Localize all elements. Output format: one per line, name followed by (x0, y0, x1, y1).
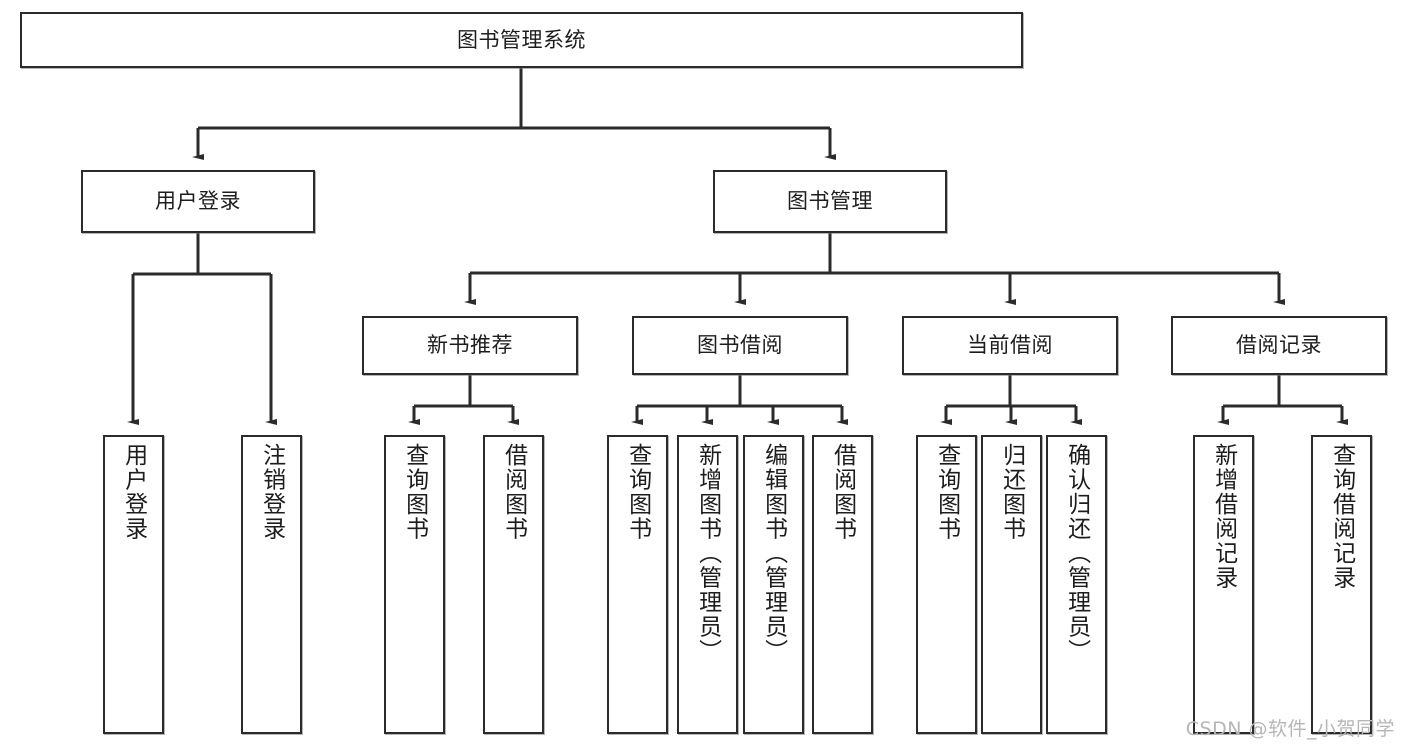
node-leaf-return-book[interactable]: 归还图书 (981, 435, 1042, 734)
node-leaf-confirm-return-label: 确认归还（管理员） (1063, 443, 1090, 664)
node-book-borrow-label: 图书借阅 (697, 333, 783, 358)
node-borrow-record-label: 借阅记录 (1236, 333, 1322, 358)
node-leaf-edit-book[interactable]: 编辑图书（管理员） (743, 435, 804, 734)
node-leaf-edit-book-label: 编辑图书（管理员） (760, 443, 787, 664)
node-root-label: 图书管理系统 (457, 27, 586, 52)
node-borrow-record[interactable]: 借阅记录 (1171, 316, 1387, 375)
node-leaf-add-record-label: 新增借阅记录 (1210, 443, 1237, 590)
node-leaf-query-book-1-label: 查询图书 (401, 443, 428, 541)
node-leaf-add-book-label: 新增图书（管理员） (694, 443, 721, 664)
node-new-book-rec[interactable]: 新书推荐 (362, 316, 578, 375)
node-leaf-user-login-label: 用户登录 (120, 443, 147, 541)
node-leaf-query-book-2-label: 查询图书 (624, 443, 651, 541)
node-leaf-borrow-book-2-label: 借阅图书 (829, 443, 856, 541)
node-current-borrow[interactable]: 当前借阅 (902, 316, 1118, 375)
node-new-book-rec-label: 新书推荐 (427, 333, 513, 358)
node-leaf-query-record[interactable]: 查询借阅记录 (1311, 435, 1372, 734)
node-leaf-confirm-return[interactable]: 确认归还（管理员） (1046, 435, 1107, 734)
node-leaf-query-book-3[interactable]: 查询图书 (916, 435, 977, 734)
node-user-login-label: 用户登录 (155, 189, 241, 214)
node-leaf-logout-login-label: 注销登录 (258, 443, 285, 541)
node-leaf-return-book-label: 归还图书 (998, 443, 1025, 541)
node-leaf-borrow-book-1-label: 借阅图书 (500, 443, 527, 541)
node-leaf-query-book-2[interactable]: 查询图书 (607, 435, 668, 734)
watermark-text: CSDN @软件_小贺同学 (1185, 718, 1395, 740)
node-leaf-query-book-3-label: 查询图书 (933, 443, 960, 541)
node-user-login[interactable]: 用户登录 (81, 170, 315, 233)
node-leaf-add-book[interactable]: 新增图书（管理员） (677, 435, 738, 734)
node-leaf-user-login[interactable]: 用户登录 (103, 435, 164, 734)
node-leaf-query-book-1[interactable]: 查询图书 (384, 435, 445, 734)
node-leaf-add-record[interactable]: 新增借阅记录 (1193, 435, 1254, 734)
node-leaf-borrow-book-2[interactable]: 借阅图书 (812, 435, 873, 734)
node-book-borrow[interactable]: 图书借阅 (632, 316, 848, 375)
node-book-manage-label: 图书管理 (787, 189, 873, 214)
node-root[interactable]: 图书管理系统 (20, 12, 1023, 68)
node-leaf-query-record-label: 查询借阅记录 (1328, 443, 1355, 590)
node-leaf-logout-login[interactable]: 注销登录 (241, 435, 302, 734)
node-current-borrow-label: 当前借阅 (967, 333, 1053, 358)
node-leaf-borrow-book-1[interactable]: 借阅图书 (483, 435, 544, 734)
node-book-manage[interactable]: 图书管理 (713, 170, 947, 233)
